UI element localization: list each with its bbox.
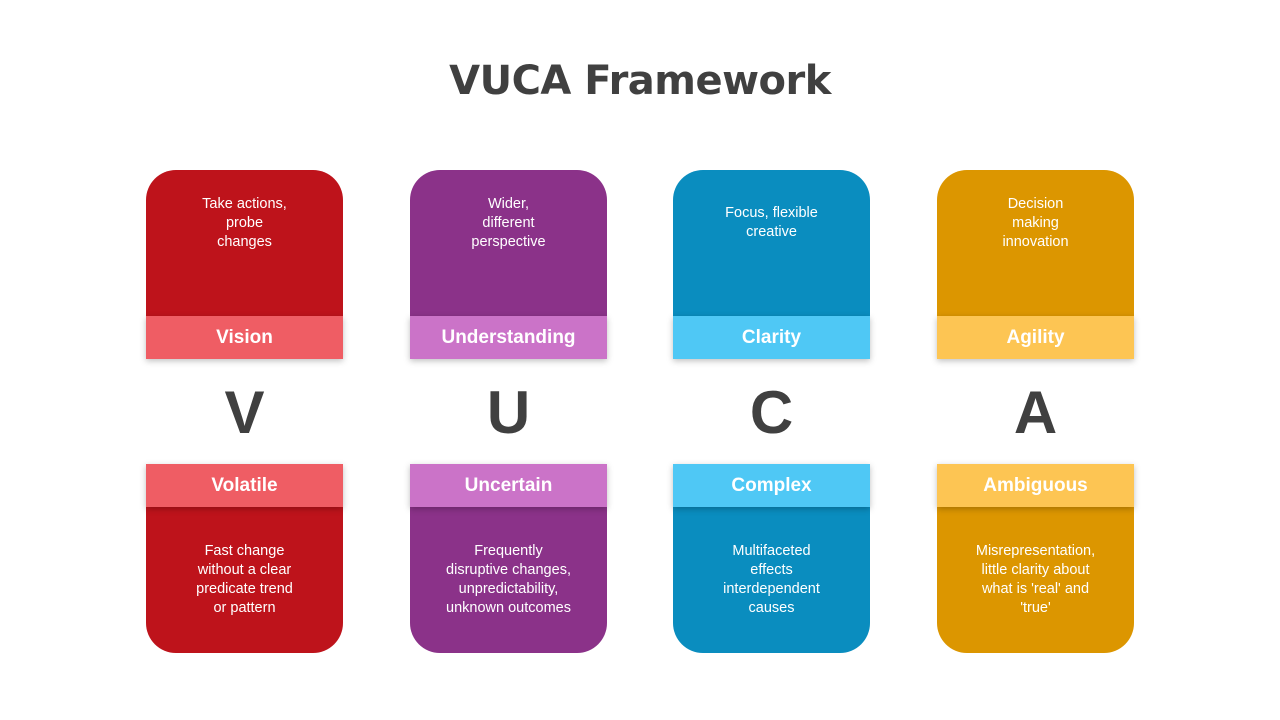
top-card-label: Agility <box>937 316 1134 359</box>
top-card-label: Understanding <box>410 316 607 359</box>
bottom-card-label: Complex <box>673 464 870 507</box>
vuca-letter: V <box>224 379 265 446</box>
bottom-card-text: Misrepresentation, little clarity about … <box>937 507 1134 653</box>
top-card-label: Vision <box>146 316 343 359</box>
bottom-card-label: Ambiguous <box>937 464 1134 507</box>
vuca-letter: U <box>486 379 531 446</box>
top-card-text: Wider, different perspective <box>410 170 607 316</box>
bottom-card-text: Multifaceted effects interdependent caus… <box>673 507 870 653</box>
top-card-text: Decision making innovation <box>937 170 1134 316</box>
vuca-letter: A <box>1013 379 1058 446</box>
top-card-text: Take actions, probe changes <box>146 170 343 316</box>
top-card-text: Focus, flexible creative <box>673 170 870 316</box>
top-card-label: Clarity <box>673 316 870 359</box>
bottom-card-text: Fast change without a clear predicate tr… <box>146 507 343 653</box>
bottom-card-text: Frequently disruptive changes, unpredict… <box>410 507 607 653</box>
vuca-letter: C <box>749 379 794 446</box>
bottom-card-label: Uncertain <box>410 464 607 507</box>
page-title: VUCA Framework <box>449 58 831 104</box>
bottom-card-label: Volatile <box>146 464 343 507</box>
